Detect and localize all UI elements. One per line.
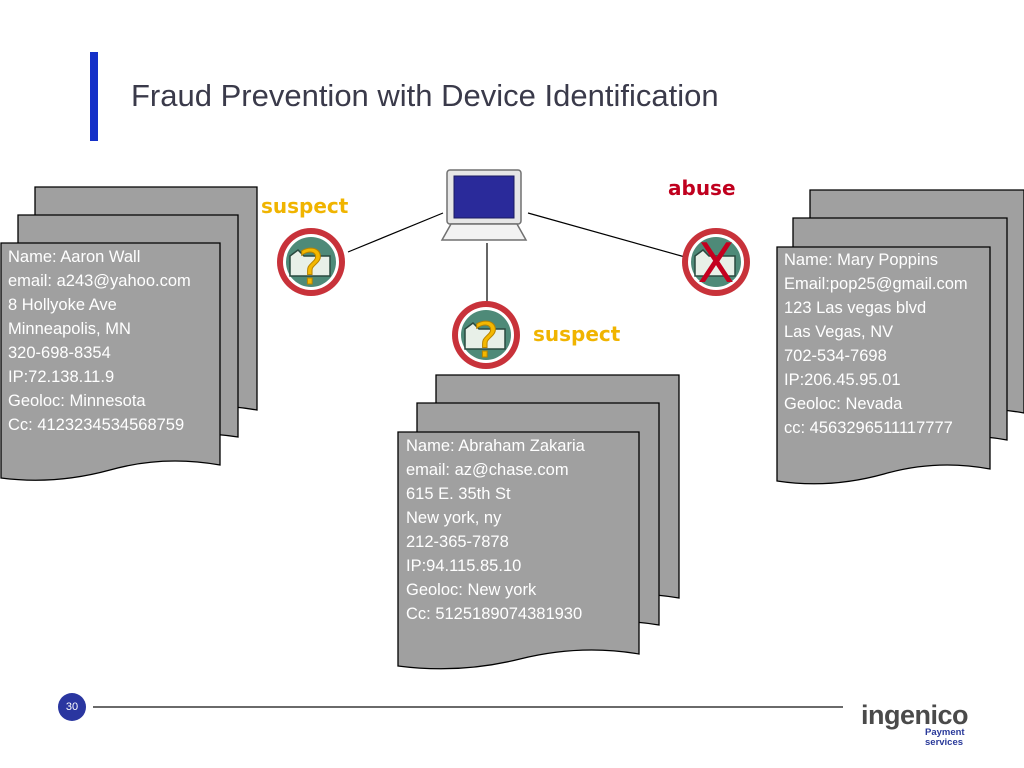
slide-title: Fraud Prevention with Device Identificat… (131, 78, 719, 113)
record-middle-name: Name: Abraham Zakaria (406, 437, 585, 455)
question-mark-icon-left: ? (298, 240, 323, 296)
suspect-label-left: suspect (261, 194, 349, 218)
computer-icon (440, 169, 528, 241)
suspect-badge-middle: ? (452, 301, 520, 370)
record-middle-ip: IP:94.115.85.10 (406, 557, 522, 575)
abuse-badge-right: X (682, 228, 750, 296)
record-right-geoloc: Geoloc: Nevada (784, 395, 903, 413)
abuse-x-icon: X (698, 232, 735, 295)
record-middle-geoloc: Geoloc: New york (406, 581, 537, 599)
record-right-street: 123 Las vegas blvd (784, 299, 927, 317)
record-right-city: Las Vegas, NV (784, 323, 894, 341)
suspect-badge-left: ? (277, 228, 345, 297)
record-left-city: Minneapolis, MN (8, 320, 131, 338)
ingenico-logo: ingenico (861, 700, 969, 730)
record-left-street: 8 Hollyoke Ave (8, 296, 117, 314)
record-left-geoloc: Geoloc: Minnesota (8, 392, 146, 410)
logo-subtitle: Payment services (925, 728, 965, 748)
record-middle-card: Cc: 5125189074381930 (406, 605, 583, 623)
document-stack-left (0, 186, 258, 481)
line-to-left-badge (347, 212, 444, 253)
footer-divider (93, 706, 843, 708)
record-left-ip: IP:72.138.11.9 (8, 368, 115, 386)
record-right-email: Email:pop25@gmail.com (784, 275, 968, 293)
connection-lines (347, 212, 686, 303)
record-middle-street: 615 E. 35th St (406, 485, 511, 503)
abuse-label-right: abuse (668, 176, 736, 200)
question-mark-icon-middle: ? (473, 313, 498, 369)
record-middle-phone: 212-365-7878 (406, 533, 509, 551)
document-stack-middle (397, 374, 680, 670)
record-right-phone: 702-534-7698 (784, 347, 887, 365)
record-middle-email: email: az@chase.com (406, 461, 569, 479)
line-to-right-badge (527, 212, 686, 258)
record-middle: Name: Abraham Zakaria email: az@chase.co… (406, 434, 585, 626)
logo-subtitle-line1: Payment (925, 727, 965, 738)
page-number: 30 (58, 693, 86, 721)
record-left-email: email: a243@yahoo.com (8, 272, 191, 290)
record-left: Name: Aaron Wall email: a243@yahoo.com 8… (8, 245, 191, 437)
record-left-phone: 320-698-8354 (8, 344, 111, 362)
suspect-label-middle: suspect (533, 322, 621, 346)
record-right-card: cc: 4563296511117777 (784, 419, 953, 437)
record-right: Name: Mary Poppins Email:pop25@gmail.com… (784, 248, 968, 440)
record-left-name: Name: Aaron Wall (8, 248, 141, 266)
title-accent-bar (90, 52, 98, 141)
record-middle-city: New york, ny (406, 509, 502, 527)
record-left-card: Cc: 4123234534568759 (8, 416, 185, 434)
record-right-ip: IP:206.45.95.01 (784, 371, 901, 389)
record-right-name: Name: Mary Poppins (784, 251, 939, 269)
logo-subtitle-line2: services (925, 737, 964, 748)
document-stack-right (776, 189, 1024, 485)
